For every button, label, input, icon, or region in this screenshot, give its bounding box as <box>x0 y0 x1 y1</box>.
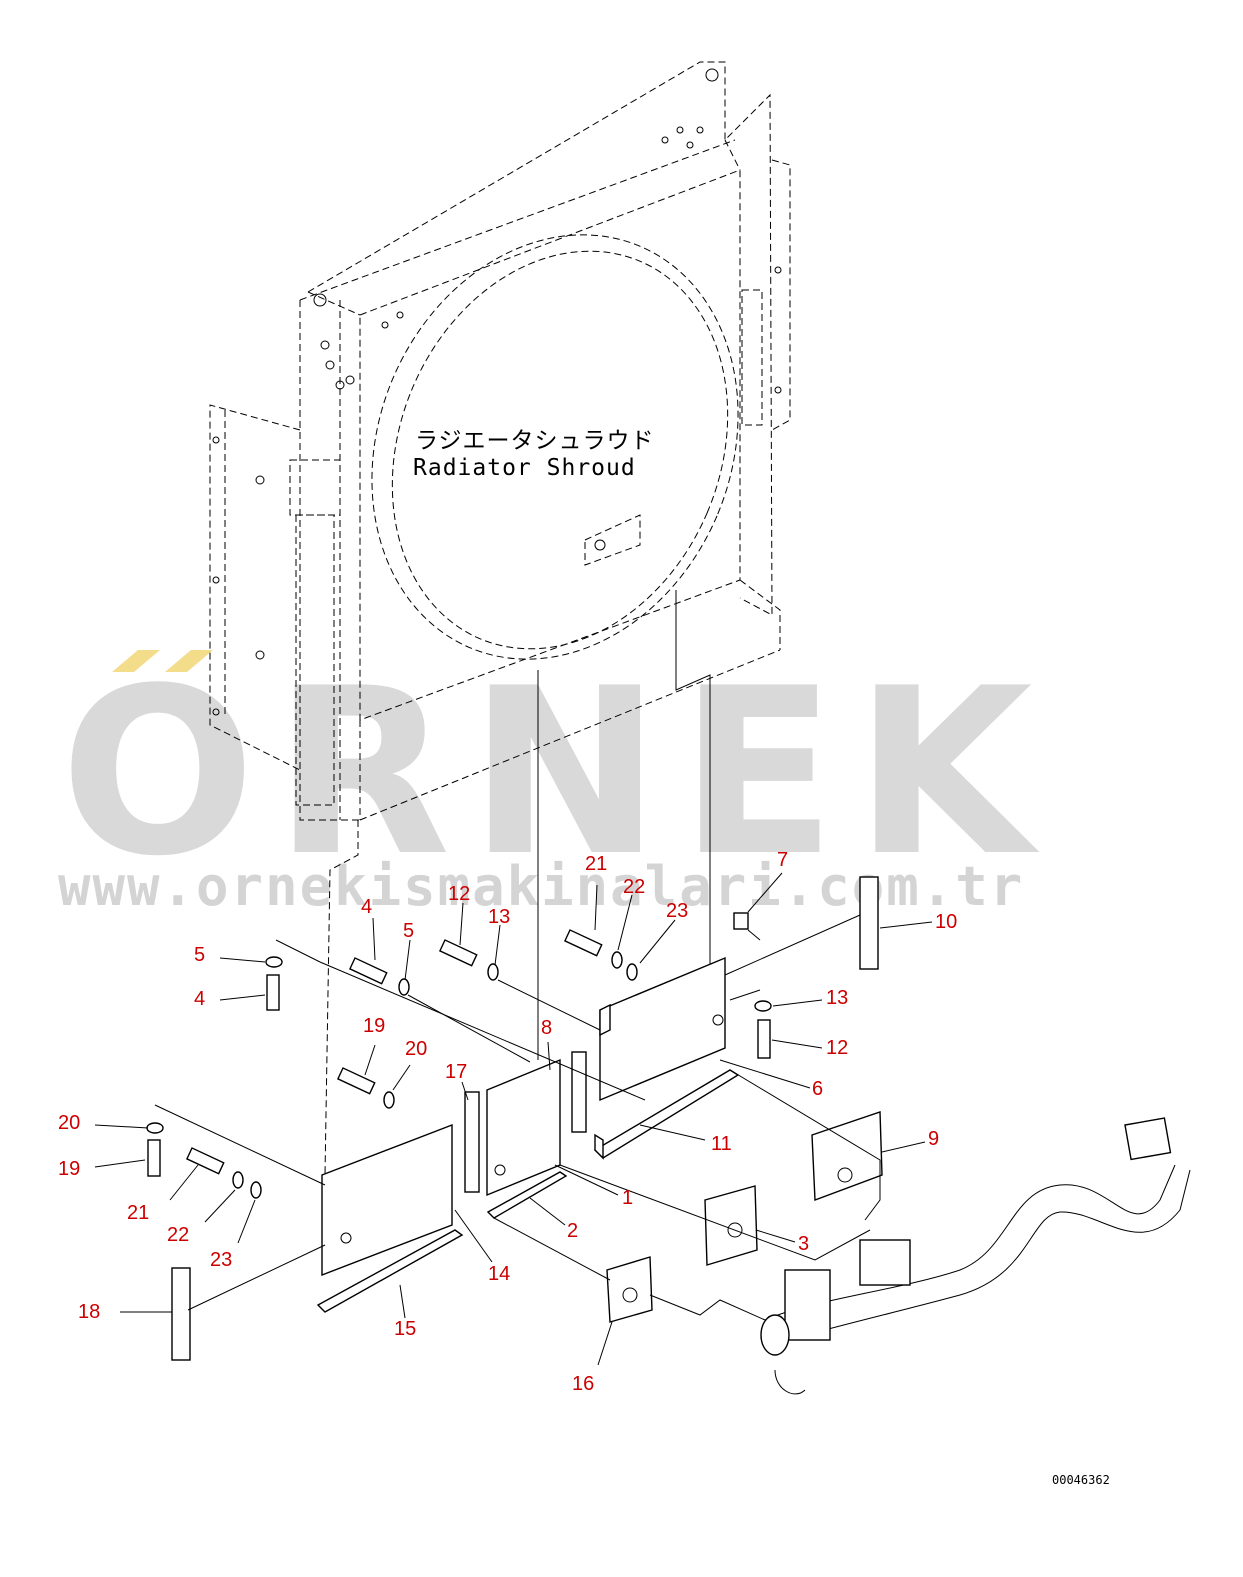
callout-leaders <box>94 872 933 1366</box>
callout-21-left: 21 <box>127 1202 149 1224</box>
part-1-bracket <box>486 1058 561 1197</box>
callout-23-top: 23 <box>666 900 688 922</box>
callout-17: 17 <box>445 1061 467 1083</box>
bolts-washers <box>146 929 772 1199</box>
callout-19-top: 19 <box>363 1015 385 1037</box>
callout-13-right: 13 <box>826 987 848 1009</box>
part-6-plate <box>599 956 726 1102</box>
part-16-block <box>606 1256 653 1323</box>
callout-14: 14 <box>488 1263 510 1285</box>
part-15-bar <box>316 1229 464 1313</box>
watermark-brand: ORNEK <box>60 640 1050 907</box>
caption-japanese: ラジエータシュラウド <box>415 428 655 454</box>
callout-18: 18 <box>78 1301 100 1323</box>
callout-22-left: 22 <box>167 1224 189 1246</box>
part-10-bar <box>859 876 879 970</box>
part-2-bar <box>486 1171 568 1219</box>
watermark-accent-right <box>165 650 213 672</box>
callout-13-top: 13 <box>488 906 510 928</box>
part-17-bar <box>464 1091 480 1193</box>
callout-4-left: 4 <box>194 988 205 1010</box>
parts <box>146 876 1191 1395</box>
callout-5-left: 5 <box>194 944 205 966</box>
callout-11: 11 <box>711 1133 732 1155</box>
part-14-plate <box>321 1123 453 1277</box>
caption-english: Radiator Shroud <box>413 455 636 481</box>
callout-5-top: 5 <box>403 920 414 942</box>
callout-1: 1 <box>622 1187 633 1209</box>
assembly-lines <box>154 914 881 1321</box>
callout-8: 8 <box>541 1017 552 1039</box>
callout-3: 3 <box>798 1233 809 1255</box>
callout-10: 10 <box>935 911 957 933</box>
callout-19-left: 19 <box>58 1158 80 1180</box>
callout-7: 7 <box>777 849 788 871</box>
callout-6: 6 <box>812 1078 823 1100</box>
watermark-accent-left <box>112 650 160 672</box>
callout-12-top: 12 <box>448 883 470 905</box>
part-9-block <box>811 1111 883 1201</box>
callout-16: 16 <box>572 1373 594 1395</box>
callouts: 21 7 22 23 4 12 13 5 10 5 13 4 12 19 8 2… <box>58 849 957 1395</box>
part-8-bar <box>571 1051 587 1133</box>
part-7-block <box>733 912 749 930</box>
watermark: ORNEK www.ornekismakinalari.com.tr <box>58 640 1050 918</box>
callout-4-top: 4 <box>361 896 372 918</box>
callout-20-top: 20 <box>405 1038 427 1060</box>
part-3-block <box>704 1185 758 1266</box>
callout-20-left: 20 <box>58 1112 80 1134</box>
part-18-bar <box>171 1267 191 1361</box>
callout-12-right: 12 <box>826 1037 848 1059</box>
callout-15: 15 <box>394 1318 416 1340</box>
hose-assembly <box>760 1117 1191 1395</box>
callout-2: 2 <box>567 1220 578 1242</box>
drawing-code: 00046362 <box>1052 1473 1110 1487</box>
callout-21-top: 21 <box>585 853 607 875</box>
callout-23-left: 23 <box>210 1249 232 1271</box>
callout-9: 9 <box>928 1128 939 1150</box>
frame-bolts <box>212 68 782 716</box>
callout-22-top: 22 <box>623 876 645 898</box>
radiator-shroud <box>209 61 791 1176</box>
watermark-url: www.ornekismakinalari.com.tr <box>58 855 1024 918</box>
